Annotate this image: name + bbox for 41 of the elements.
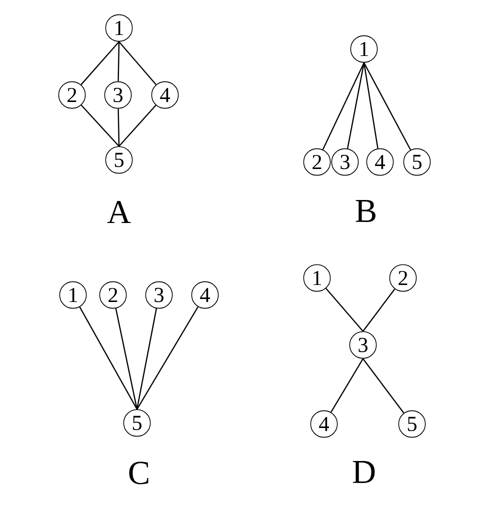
line (79, 306, 138, 410)
line (115, 308, 138, 410)
line (118, 42, 120, 82)
line (347, 62, 365, 149)
circled-number: 1 (105, 14, 133, 42)
circled-number: 3 (145, 281, 173, 309)
circled-number: 1 (350, 35, 378, 63)
line (322, 62, 365, 150)
line (330, 358, 364, 413)
line (118, 104, 156, 147)
line (362, 358, 404, 414)
circled-number: 4 (191, 281, 219, 309)
circled-number: 5 (398, 410, 426, 438)
line (118, 41, 156, 85)
circled-number: 4 (151, 81, 179, 109)
line (363, 62, 412, 150)
line (362, 288, 396, 332)
line (136, 308, 157, 410)
line (118, 108, 120, 146)
panel-letter: D (352, 461, 375, 483)
circled-number: 4 (366, 148, 394, 176)
line (326, 288, 364, 332)
panel-letter: B (356, 200, 376, 222)
circled-number: 4 (310, 410, 338, 438)
circled-number: 1 (303, 264, 331, 292)
circled-number: 3 (349, 331, 377, 359)
circled-number: 2 (303, 148, 331, 176)
line (80, 104, 120, 147)
circled-number: 5 (123, 409, 151, 437)
circled-number: 3 (104, 81, 132, 109)
circled-number: 3 (331, 148, 359, 176)
circled-number: 2 (389, 264, 417, 292)
circled-number: 1 (59, 281, 87, 309)
circled-number: 5 (403, 148, 431, 176)
line (136, 306, 198, 410)
line (363, 62, 378, 149)
circled-number: 5 (105, 146, 133, 174)
circled-number: 2 (58, 81, 86, 109)
panel-letter: A (107, 201, 131, 223)
line (80, 41, 120, 86)
circled-number: 2 (99, 281, 127, 309)
